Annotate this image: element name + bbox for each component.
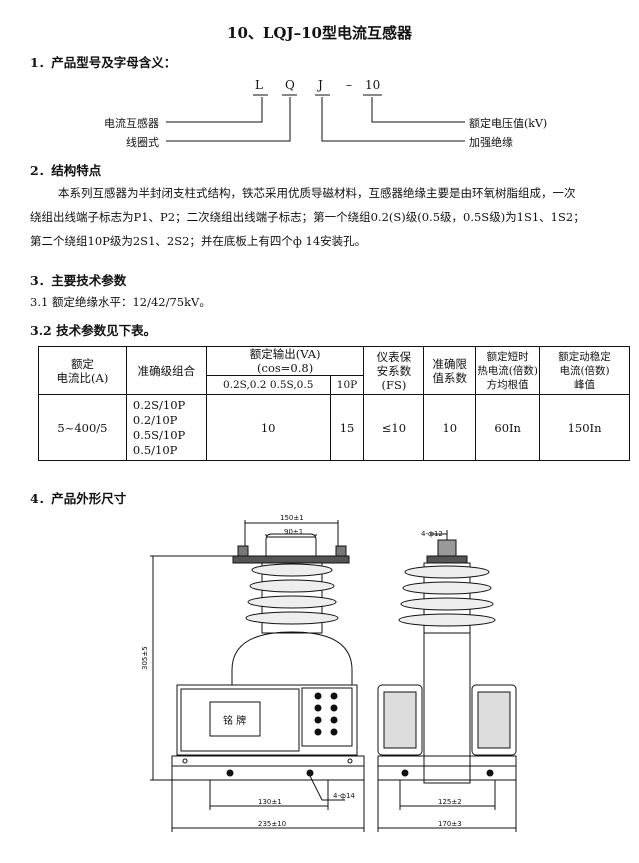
model-voltage-code: 10 xyxy=(365,78,381,92)
dim-side-width: 170±3 xyxy=(438,820,462,828)
cell-fs: ≤10 xyxy=(363,394,425,461)
cell-ratio: 5~400/5 xyxy=(38,394,127,461)
structure-line-1: 本系列互感器为半封闭支柱式结构，铁芯采用优质导磁材料，互感器绝缘主要是由环氧树脂… xyxy=(58,186,576,200)
label-current-transformer: 电流互感器 xyxy=(104,117,159,130)
th-rated-output: 额定输出(VA)(cos=0.8) xyxy=(205,346,365,376)
cell-output-1: 10 xyxy=(205,394,331,461)
th-thermal: 额定短时热电流(倍数)方均根值 xyxy=(475,346,541,395)
section-4-heading: 4．产品外形尺寸 xyxy=(30,491,127,506)
section-1-heading: 1．产品型号及字母含义： xyxy=(30,55,177,70)
model-letter-q: Q xyxy=(285,78,295,92)
model-letter-j: J xyxy=(318,78,323,92)
section-2-heading: 2．结构特点 xyxy=(30,163,102,178)
dim-terminal: 4-ф12 xyxy=(421,530,443,538)
label-coil-type: 线圈式 xyxy=(126,136,159,149)
nameplate-label: 铭 牌 xyxy=(223,716,247,727)
dim-base-width: 235±10 xyxy=(258,820,287,828)
param-3-1: 3.1 额定绝缘水平：12/42/75kV。 xyxy=(30,295,211,309)
structure-line-3: 第二个绕组10P级为2S1、2S2；并在底板上有四个ф 14安装孔。 xyxy=(30,234,367,248)
dim-base-holes: 130±1 xyxy=(258,798,282,806)
dim-side-holes: 125±2 xyxy=(438,798,462,806)
cell-dynamic: 150In xyxy=(539,394,630,461)
dim-hole: 4-ф14 xyxy=(333,792,355,800)
table-header-row: 额定电流比(A) 准确级组合 额定输出(VA)(cos=0.8) 仪表保安系数(… xyxy=(38,346,630,395)
section-3-heading: 3．主要技术参数 xyxy=(30,273,127,288)
th-accuracy-combo: 准确级组合 xyxy=(125,346,207,395)
label-reinforced-insulation: 加强绝缘 xyxy=(469,136,513,149)
label-rated-voltage: 额定电压值(kV) xyxy=(469,117,548,130)
model-leader-lines xyxy=(166,94,465,142)
th-fs: 仪表保安系数(FS) xyxy=(363,346,425,395)
param-3-2: 3.2 技术参数见下表。 xyxy=(30,323,157,338)
model-letter-l: L xyxy=(255,78,263,92)
th-dynamic: 额定动稳定电流(倍数)峰值 xyxy=(539,346,630,395)
cell-output-2: 15 xyxy=(329,394,365,461)
spec-table: 额定电流比(A) 准确级组合 额定输出(VA)(cos=0.8) 仪表保安系数(… xyxy=(38,346,630,461)
model-dash: – xyxy=(346,78,352,92)
dim-top-inner: 90±1 xyxy=(284,528,304,536)
th-output-protection: 10P xyxy=(329,375,365,395)
dim-height: 305±5 xyxy=(141,646,149,670)
structure-line-2: 绕组出线端子标志为P1、P2；二次绕组出线端子标志；第一个绕组0.2(S)级(0… xyxy=(30,210,585,224)
dim-top-outer: 150±1 xyxy=(280,514,304,522)
page-title: 10、LQJ–10型电流互感器 xyxy=(227,24,412,42)
